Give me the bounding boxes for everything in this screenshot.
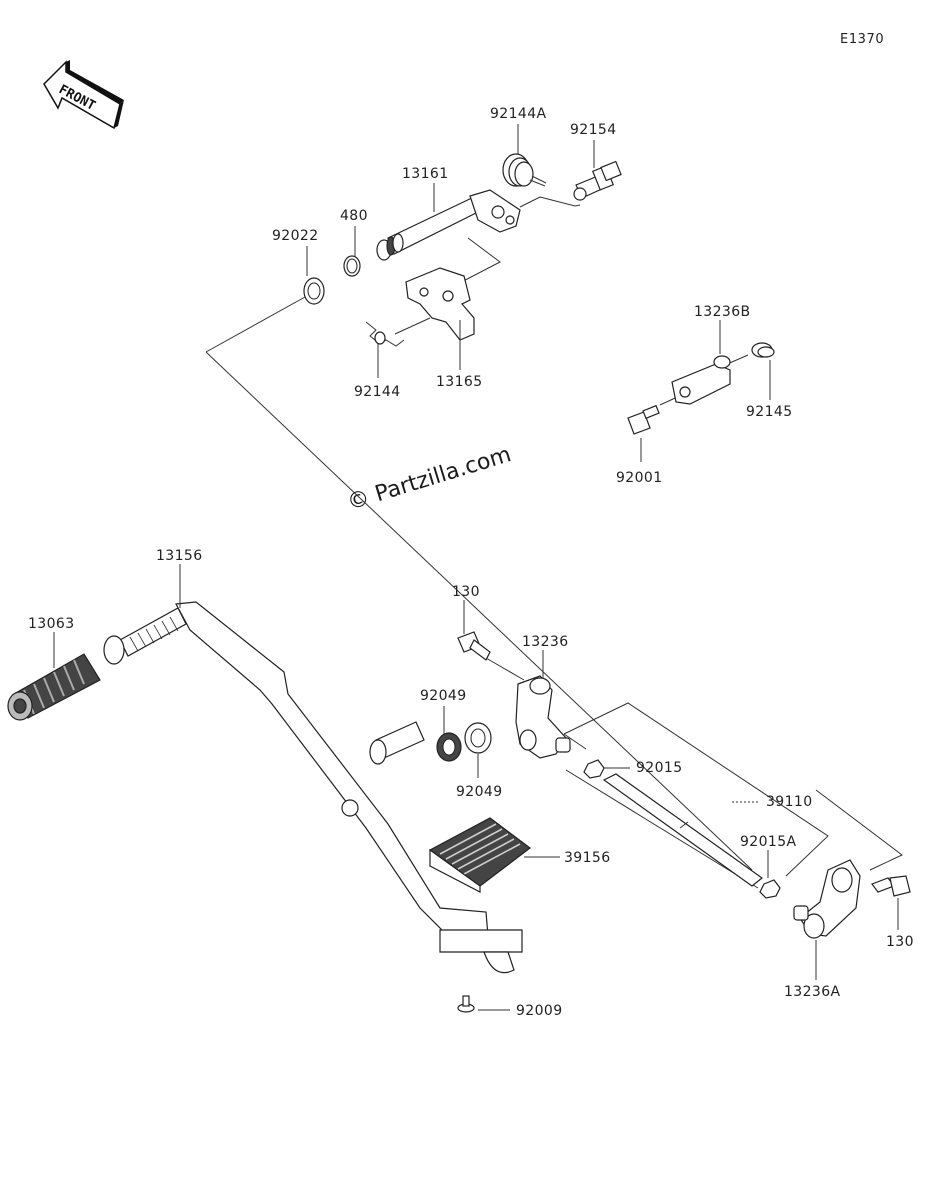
part-labels: 92144A 92154 13161 480 92022 92144 13165…: [28, 106, 914, 1019]
shift-shaft-13161: [376, 189, 521, 261]
label-13236b: 13236B: [694, 304, 751, 320]
front-arrow-icon: FRONT: [43, 60, 124, 130]
seal-92049-bottom: [464, 722, 492, 754]
label-92001: 92001: [616, 470, 663, 486]
nut-92015: [583, 759, 605, 779]
label-92049-bottom: 92049: [456, 784, 503, 800]
label-92144a: 92144A: [490, 106, 547, 122]
pedal-pad-39156: [428, 817, 531, 893]
label-92049-top: 92049: [420, 688, 467, 704]
arm-13236: [515, 675, 571, 759]
label-39156: 39156: [564, 850, 611, 866]
arm-13236a: [793, 859, 861, 939]
label-92009: 92009: [516, 1003, 563, 1019]
bolt-130-top: [457, 631, 491, 661]
label-92015: 92015: [636, 760, 683, 776]
spring-92144a: [502, 153, 547, 187]
label-39110: 39110: [766, 794, 813, 810]
label-480: 480: [340, 208, 368, 224]
label-13063: 13063: [28, 616, 75, 632]
screw-92009: [457, 995, 475, 1013]
tie-rod-39110: [602, 773, 763, 887]
bolt-130-right: [871, 875, 911, 897]
arm-13236b: [671, 355, 731, 405]
label-92022: 92022: [272, 228, 319, 244]
label-92144: 92144: [354, 384, 401, 400]
diagram-id: E1370: [840, 32, 884, 47]
bolt-92154: [573, 160, 622, 201]
plate-13165: [405, 267, 475, 341]
label-130-right: 130: [886, 934, 914, 950]
circlip-480: [343, 255, 361, 277]
seal-92049-top: [436, 732, 462, 762]
washer-92022: [303, 277, 325, 305]
label-13236a: 13236A: [784, 984, 841, 1000]
label-13165: 13165: [436, 374, 483, 390]
watermark: © Partzilla.com: [344, 442, 514, 516]
lower-connector-lines: [485, 657, 903, 889]
label-13236: 13236: [522, 634, 569, 650]
label-92015a: 92015A: [740, 834, 797, 850]
watermark-text: © Partzilla.com: [344, 442, 514, 516]
label-13161: 13161: [402, 166, 449, 182]
clip-92145: [751, 342, 775, 358]
label-130-top: 130: [452, 584, 480, 600]
spring-92144: [365, 321, 405, 347]
bolt-92001: [627, 404, 660, 435]
label-92145: 92145: [746, 404, 793, 420]
shift-lever-13156: [103, 601, 523, 974]
label-92154: 92154: [570, 122, 617, 138]
rubber-13063: [7, 653, 101, 721]
nut-92015a: [759, 879, 781, 899]
leader-lines: [53, 124, 899, 1011]
label-13156: 13156: [156, 548, 203, 564]
